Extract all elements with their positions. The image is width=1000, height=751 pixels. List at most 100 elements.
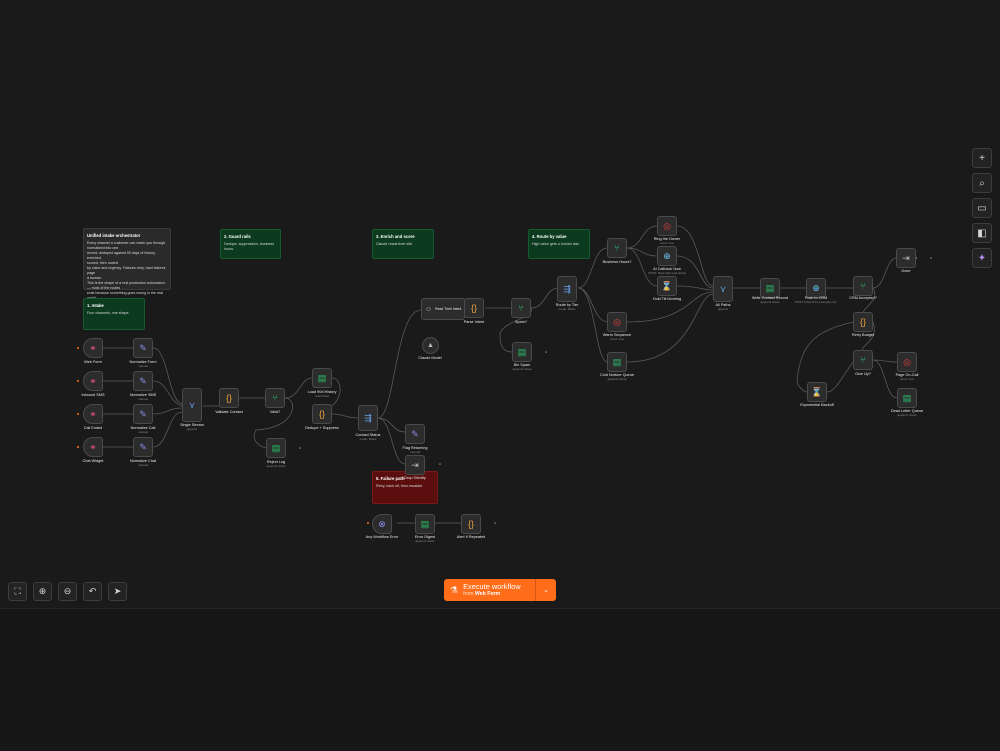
undo-icon: ↶ bbox=[88, 586, 97, 596]
merge-icon: ⋎ bbox=[188, 399, 196, 410]
execute-options-dropdown[interactable]: ⌄ bbox=[535, 579, 556, 601]
node-label: Inbound SMS bbox=[81, 393, 105, 397]
node-retry-budget[interactable]: {} bbox=[853, 312, 873, 332]
execute-label: Execute workflow bbox=[463, 582, 521, 591]
zoom-in-button[interactable]: ⊕ bbox=[33, 582, 52, 601]
execute-from-prefix: from bbox=[463, 591, 474, 597]
sticky-guard-rails[interactable]: 2. Guard rails Dedupe, suppression, busi… bbox=[220, 229, 281, 259]
pointer-tool-button[interactable]: ➤ bbox=[108, 582, 127, 601]
node-warm-sequence[interactable]: ◎ bbox=[607, 312, 627, 332]
node-load-history[interactable]: ▤ bbox=[312, 368, 332, 388]
node-read-their-intent[interactable]: ☺ Read Their Intent bbox=[421, 298, 465, 320]
node-all-paths[interactable]: ⋎ bbox=[713, 276, 733, 302]
node-done[interactable]: ⇥ bbox=[896, 248, 916, 268]
node-label: Route by Tier bbox=[555, 303, 579, 307]
globe-icon: ⊕ bbox=[663, 250, 671, 261]
node-call-ended[interactable]: ⚭ bbox=[83, 404, 103, 424]
sticky-route[interactable]: 4. Route by value High value gets a huma… bbox=[528, 229, 590, 259]
sticky-enrich[interactable]: 3. Enrich and score Claude reads their s… bbox=[372, 229, 434, 259]
node-exponential-backoff[interactable]: ⌛ bbox=[807, 382, 827, 402]
globe-icon: ⊕ bbox=[812, 282, 820, 293]
node-normalize-sms[interactable]: ✎ bbox=[133, 371, 153, 391]
node-label: Spam? bbox=[514, 320, 528, 324]
node-any-workflow-error[interactable]: ⊗ bbox=[372, 514, 392, 534]
node-label: All Paths bbox=[715, 303, 731, 307]
noop-arrow-icon: ⇥ bbox=[411, 459, 419, 470]
panel-icon: ◧ bbox=[977, 227, 987, 239]
node-spam[interactable]: ⑂ bbox=[511, 298, 531, 318]
node-sub: POST: https://crm.example.com bbox=[794, 300, 838, 304]
ai-assistant-button[interactable]: ✦ bbox=[972, 248, 992, 268]
node-label: Reject Log bbox=[266, 460, 286, 464]
node-label: CRM Accepted? bbox=[849, 296, 877, 300]
node-drop-silently[interactable]: ⇥ bbox=[405, 455, 425, 475]
sticky-route-title: 4. Route by value bbox=[532, 234, 567, 239]
node-error-digest[interactable]: ▤ bbox=[415, 514, 435, 534]
merge-icon: ⋎ bbox=[719, 283, 727, 294]
if-branch-icon: ⑂ bbox=[860, 280, 866, 291]
execute-workflow-button[interactable]: ⚗ Execute workflow from Web Form ⌄ bbox=[444, 579, 556, 601]
node-hold-till-morning[interactable]: ⌛ bbox=[657, 276, 677, 296]
edit-icon: ✎ bbox=[139, 342, 147, 353]
node-page-on-call[interactable]: ◎ bbox=[897, 352, 917, 372]
robot-icon: ☺ bbox=[425, 305, 433, 313]
node-normalize-chat[interactable]: ✎ bbox=[133, 437, 153, 457]
sticky-failure-title: 5. Failure path bbox=[376, 476, 405, 481]
execute-main[interactable]: ⚗ Execute workflow from Web Form bbox=[444, 579, 535, 601]
node-dead-letter-queue[interactable]: ▤ bbox=[897, 388, 917, 408]
webhook-icon: ⚭ bbox=[89, 375, 97, 386]
node-label: Dedupe + Suppress bbox=[305, 426, 339, 430]
node-label: Normalize Form bbox=[129, 360, 157, 364]
node-dedupe-suppress[interactable]: {} bbox=[312, 404, 332, 424]
plus-icon: + bbox=[979, 152, 985, 164]
sticky-intake[interactable]: 1. Intake Four channels, one shape. bbox=[83, 298, 145, 330]
node-bin-spam[interactable]: ▤ bbox=[512, 342, 532, 362]
node-route-by-tier[interactable]: ⇶ bbox=[557, 276, 577, 302]
node-sub: append: sheet bbox=[266, 464, 286, 468]
node-label: Give Up? bbox=[855, 372, 871, 376]
node-validate-contact[interactable]: {} bbox=[219, 388, 239, 408]
node-ai-callback-now[interactable]: ⊕ bbox=[657, 246, 677, 266]
node-normalize-form[interactable]: ✎ bbox=[133, 338, 153, 358]
node-sub: mode: Rules bbox=[359, 437, 377, 441]
search-nodes-button[interactable]: ⌕ bbox=[972, 173, 992, 193]
node-valid[interactable]: ⑂ bbox=[265, 388, 285, 408]
node-push-to-crm[interactable]: ⊕ bbox=[806, 278, 826, 298]
node-sub: append: sheet bbox=[512, 367, 532, 371]
sticky-intro-line: a human. bbox=[87, 276, 102, 280]
add-node-button[interactable]: + bbox=[972, 148, 992, 168]
node-chat-widget[interactable]: ⚭ bbox=[83, 437, 103, 457]
node-sub: manual bbox=[138, 364, 148, 368]
sticky-intro-line: record, deduped against 90 days of histo… bbox=[87, 251, 156, 260]
connections-layer bbox=[77, 225, 932, 524]
model-icon: ▲ bbox=[427, 342, 434, 349]
node-claude-model[interactable]: ▲ bbox=[422, 337, 439, 354]
undo-button[interactable]: ↶ bbox=[83, 582, 102, 601]
node-label: AI Callback Now bbox=[653, 267, 681, 271]
node-contact-status[interactable]: ⇶ bbox=[358, 405, 378, 431]
node-inbound-sms[interactable]: ⚭ bbox=[83, 371, 103, 391]
node-label: Write Contact Record bbox=[751, 296, 789, 300]
zoom-to-fit-button[interactable]: ⛶ bbox=[8, 582, 27, 601]
add-sticky-button[interactable]: ▭ bbox=[972, 198, 992, 218]
node-parse-intent[interactable]: {} bbox=[464, 298, 484, 318]
sticky-failure[interactable]: 5. Failure path Retry, back off, then es… bbox=[372, 471, 438, 504]
workflow-canvas[interactable]: Unified intake orchestrator Every channe… bbox=[0, 0, 1000, 608]
sticky-intro[interactable]: Unified intake orchestrator Every channe… bbox=[83, 228, 171, 300]
node-normalize-call[interactable]: ✎ bbox=[133, 404, 153, 424]
node-single-stream[interactable]: ⋎ bbox=[182, 388, 202, 422]
node-write-contact-record[interactable]: ▤ bbox=[760, 278, 780, 298]
toggle-panel-button[interactable]: ◧ bbox=[972, 223, 992, 243]
node-label: Retry Budget bbox=[851, 333, 875, 337]
node-alert-if-repeated[interactable]: {} bbox=[461, 514, 481, 534]
node-give-up[interactable]: ⑂ bbox=[853, 350, 873, 370]
node-flag-returning[interactable]: ✎ bbox=[405, 424, 425, 444]
node-ring-the-owner[interactable]: ◎ bbox=[657, 216, 677, 236]
node-reject-log[interactable]: ▤ bbox=[266, 438, 286, 458]
node-crm-accepted[interactable]: ⑂ bbox=[853, 276, 873, 296]
node-web-form[interactable]: ⚭ bbox=[83, 338, 103, 358]
node-business-hours[interactable]: ⑂ bbox=[607, 238, 627, 258]
node-cold-nurture[interactable]: ▤ bbox=[607, 352, 627, 372]
zoom-out-button[interactable]: ⊖ bbox=[58, 582, 77, 601]
alert-icon: ◎ bbox=[663, 220, 671, 231]
